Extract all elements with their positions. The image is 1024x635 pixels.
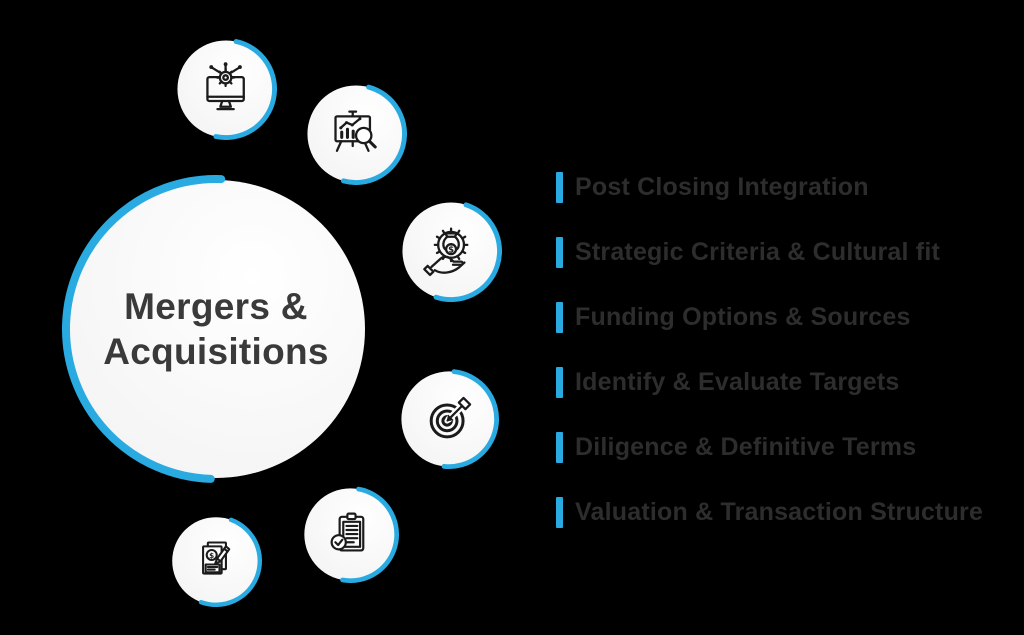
list-item: Identify & Evaluate Targets — [556, 364, 983, 400]
list-item: Strategic Criteria & Cultural fit — [556, 234, 983, 270]
accent-bar — [556, 496, 563, 528]
accent-bar — [556, 431, 563, 463]
checklist-clipboard-icon — [330, 512, 365, 552]
node-targets — [399, 369, 499, 469]
list-item: Post Closing Integration — [556, 169, 983, 205]
monitor-gear-icon — [206, 62, 246, 111]
central-title-line2: Acquisitions — [103, 331, 329, 372]
central-circle: Mergers & Acquisitions — [62, 175, 370, 483]
accent-bar — [556, 301, 563, 333]
node-funding: $ — [400, 200, 502, 302]
target-dart-icon — [429, 396, 472, 439]
process-list: Post Closing Integration Strategic Crite… — [556, 169, 983, 559]
list-item-label: Identify & Evaluate Targets — [575, 367, 900, 396]
svg-text:$: $ — [210, 551, 215, 560]
accent-bar — [556, 366, 563, 398]
node-diligence — [302, 486, 399, 583]
central-circle-ring — [62, 175, 365, 483]
chart-analysis-icon — [334, 110, 378, 153]
document-sign-icon: $ — [202, 541, 231, 575]
list-item-label: Post Closing Integration — [575, 172, 869, 201]
node-integration — [175, 38, 277, 140]
accent-bar — [556, 236, 563, 268]
list-item: Funding Options & Sources — [556, 299, 983, 335]
list-item-label: Strategic Criteria & Cultural fit — [575, 237, 940, 266]
list-item-label: Funding Options & Sources — [575, 302, 911, 331]
node-valuation: $ — [170, 515, 262, 607]
list-item-label: Diligence & Definitive Terms — [575, 432, 917, 461]
central-title: Mergers & Acquisitions — [62, 175, 370, 483]
list-item-label: Valuation & Transaction Structure — [575, 497, 984, 526]
funding-gear-hand-icon: $ — [423, 227, 469, 277]
svg-text:$: $ — [448, 246, 454, 256]
list-item: Diligence & Definitive Terms — [556, 429, 983, 465]
accent-bar — [556, 171, 563, 203]
central-title-line1: Mergers & — [124, 285, 308, 327]
list-item: Valuation & Transaction Structure — [556, 494, 983, 530]
node-ring — [177, 39, 277, 140]
node-analysis — [305, 83, 407, 185]
